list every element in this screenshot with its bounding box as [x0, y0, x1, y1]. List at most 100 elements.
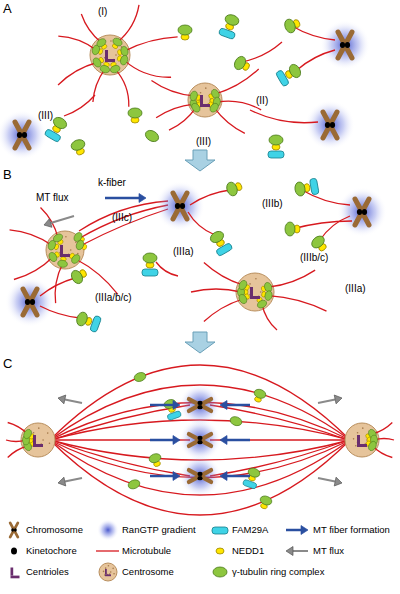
microtubule: [242, 42, 282, 62]
gamma-tubulin-complex: [285, 222, 300, 236]
centrosome: [46, 231, 84, 269]
gamma-tubulin: [256, 299, 268, 310]
pcm-dot: [362, 427, 364, 429]
microtubule: [10, 230, 52, 245]
microtubule: [297, 50, 335, 70]
gamma-tubulin-complex: [57, 256, 68, 268]
arrow-head: [173, 436, 180, 445]
chromatid: [189, 399, 211, 411]
chromatid: [355, 199, 369, 225]
arrow-head: [220, 436, 227, 445]
gamma-tubulin: [109, 64, 121, 74]
centrioles: [11, 568, 20, 579]
gamma-tubulin: [127, 478, 141, 490]
centriole: [60, 254, 70, 257]
centrioles: [250, 287, 260, 299]
mt-flux-arrow: [58, 477, 82, 486]
kinetochore: [17, 132, 22, 138]
gamma-tubulin: [367, 440, 378, 452]
centriole: [200, 95, 203, 104]
pcm-dot: [108, 565, 110, 567]
gamma-tubulin: [120, 45, 129, 56]
chromatid: [15, 122, 29, 148]
gamma-tubulin-complex: [189, 90, 202, 103]
pcm-dot: [103, 571, 105, 573]
stage-label: (II): [256, 95, 268, 107]
microtubule: [210, 405, 348, 440]
centriole: [11, 576, 20, 579]
chromosome: [338, 32, 352, 58]
microtubule: [156, 104, 194, 118]
gamma-tubulin: [95, 37, 107, 48]
legend-label: Centrioles: [26, 566, 69, 578]
chromatid: [10, 523, 18, 537]
microtubule: [214, 108, 245, 134]
chromatid: [189, 470, 211, 482]
gamma-tubulin: [294, 181, 306, 197]
pcm-dot: [49, 442, 51, 444]
chromosome: [173, 193, 187, 219]
gamma-tubulin-complex: [108, 61, 121, 74]
gamma-tubulin-complex: [70, 138, 88, 157]
chromatid: [173, 193, 187, 219]
stage-label: (IIIc): [112, 212, 132, 224]
arrow-shaft: [286, 529, 301, 532]
gamma-tubulin: [208, 102, 220, 114]
stage-label: (IIIa): [173, 246, 194, 258]
kinetochore: [197, 472, 202, 476]
pcm-dot: [110, 571, 112, 573]
gamma-tubulin: [51, 115, 68, 131]
gamma-tubulin: [189, 90, 199, 102]
arrow-head: [286, 547, 293, 556]
microtubule: [52, 405, 190, 440]
gamma-tubulin-complex: [218, 13, 241, 40]
gamma-tubulin-complex: [69, 266, 89, 286]
centrioles: [105, 569, 111, 576]
kinetochore: [14, 528, 17, 531]
chromosome: [10, 523, 18, 537]
gamma-tubulin-complex: [128, 108, 142, 123]
arrow-head: [58, 477, 66, 486]
centriole: [105, 569, 107, 574]
centriole: [33, 435, 36, 444]
pcm-dot: [355, 445, 357, 447]
kinetochore: [197, 401, 202, 405]
gamma-tubulin-complex: [268, 135, 284, 158]
mt-flux-swatch: [286, 547, 308, 556]
chromatid: [23, 289, 37, 315]
microtubule: [82, 209, 168, 245]
pcm-dot: [353, 438, 355, 440]
microtubule: [215, 69, 258, 94]
gamma-tubulin-complex: [99, 61, 112, 74]
gamma-tubulin: [57, 259, 68, 268]
mt-flux-arrow: [58, 395, 82, 404]
microtubule: [190, 190, 230, 205]
gamma-tubulin: [69, 268, 85, 285]
gamma-swatch: [213, 567, 227, 577]
arrow-shaft: [318, 478, 335, 482]
rangtp-gradient: [179, 455, 222, 498]
gamma-tubulin-complex: [67, 251, 81, 265]
gamma-tubulin: [285, 222, 295, 236]
stage-label: (III): [38, 110, 53, 122]
gamma-tubulin: [143, 128, 160, 144]
microtubule: [262, 304, 277, 330]
kinetochore: [11, 528, 14, 531]
kinetochore: [197, 436, 202, 440]
microtubule: [124, 37, 177, 51]
gamma-tubulin-complex: [275, 62, 303, 87]
microtubule: [268, 270, 315, 287]
kinetochore: [345, 42, 350, 48]
chromatid: [338, 32, 352, 58]
stage-label: (IIIb): [262, 198, 283, 210]
legend-label: Microtubule: [122, 545, 171, 557]
chromatid: [323, 112, 337, 138]
arrow-shaft: [65, 478, 82, 482]
stage-label: (III): [196, 136, 211, 148]
gamma-tubulin-complex: [283, 16, 302, 34]
gamma-tubulin: [22, 428, 33, 440]
centriole: [33, 444, 43, 447]
gamma-tubulin-complex: [232, 54, 252, 74]
chromosome: [189, 434, 211, 446]
pcm-dot: [115, 54, 117, 56]
